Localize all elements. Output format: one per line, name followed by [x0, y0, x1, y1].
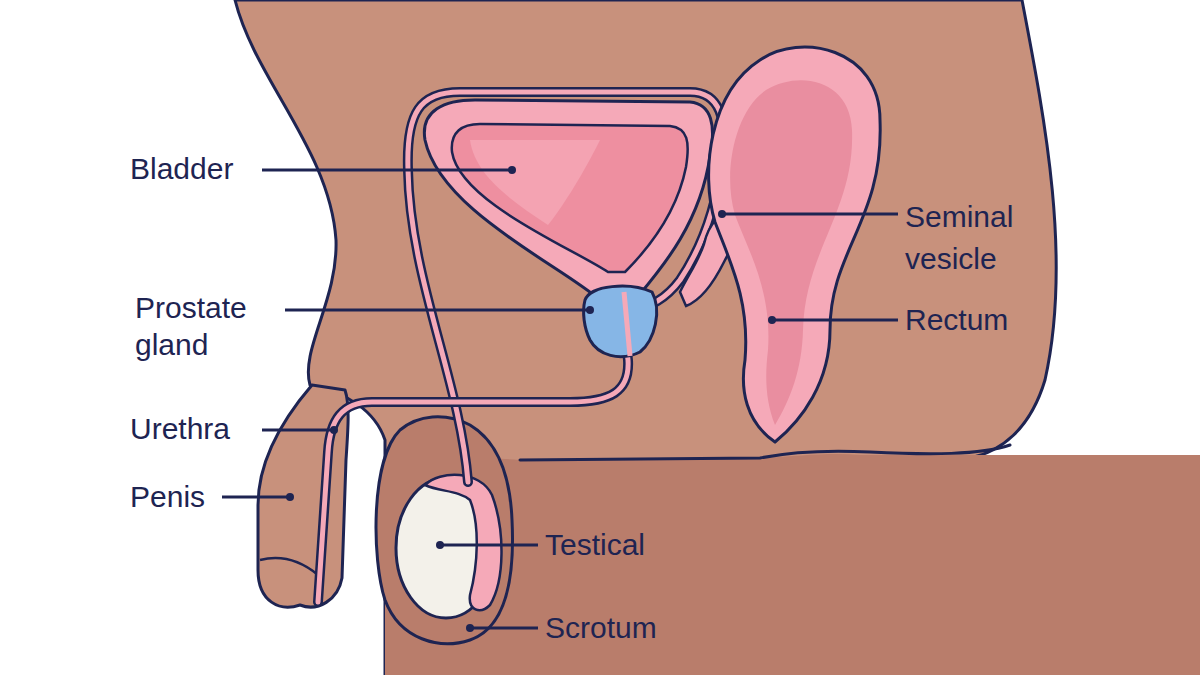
glans-line — [260, 558, 318, 575]
part-label: Prostate gland — [135, 289, 305, 363]
scrotum-shape — [376, 417, 513, 644]
part-label: Penis — [130, 478, 330, 516]
leader-dot — [508, 166, 516, 174]
part-label: Rectum — [905, 301, 1155, 339]
prostate-shape — [584, 286, 657, 357]
part-label: Bladder — [130, 150, 430, 188]
part-label: Seminal vesicle — [905, 196, 1055, 280]
part-label: Urethra — [130, 410, 330, 448]
leader-line — [772, 319, 898, 322]
leader-dot — [286, 493, 294, 501]
leader-dot — [466, 624, 474, 632]
part-label: Scrotum — [545, 609, 795, 647]
bladder-cavity — [452, 124, 688, 272]
leader-line — [222, 496, 290, 499]
leader-dot — [330, 426, 338, 434]
leader-dot — [436, 541, 444, 549]
leader-line — [285, 309, 590, 312]
torso-silhouette — [235, 0, 1200, 675]
vas-deferens-outline — [408, 92, 724, 482]
rectum-wall — [709, 47, 881, 442]
bladder-highlight — [470, 140, 600, 225]
leader-dot — [718, 210, 726, 218]
rectum-lumen — [730, 80, 852, 425]
leader-dot — [768, 316, 776, 324]
leader-dot — [586, 306, 594, 314]
thigh-line — [520, 445, 1010, 460]
vas-deferens-tube — [408, 92, 724, 482]
leader-line — [262, 169, 512, 172]
bladder-wall — [424, 100, 712, 300]
leader-line — [470, 627, 538, 630]
leader-line — [440, 544, 538, 547]
part-label: Testical — [545, 526, 795, 564]
prostate-urethra — [624, 292, 630, 356]
leader-line — [262, 429, 334, 432]
epididymis-shape — [425, 475, 502, 610]
leader-line — [722, 213, 898, 216]
